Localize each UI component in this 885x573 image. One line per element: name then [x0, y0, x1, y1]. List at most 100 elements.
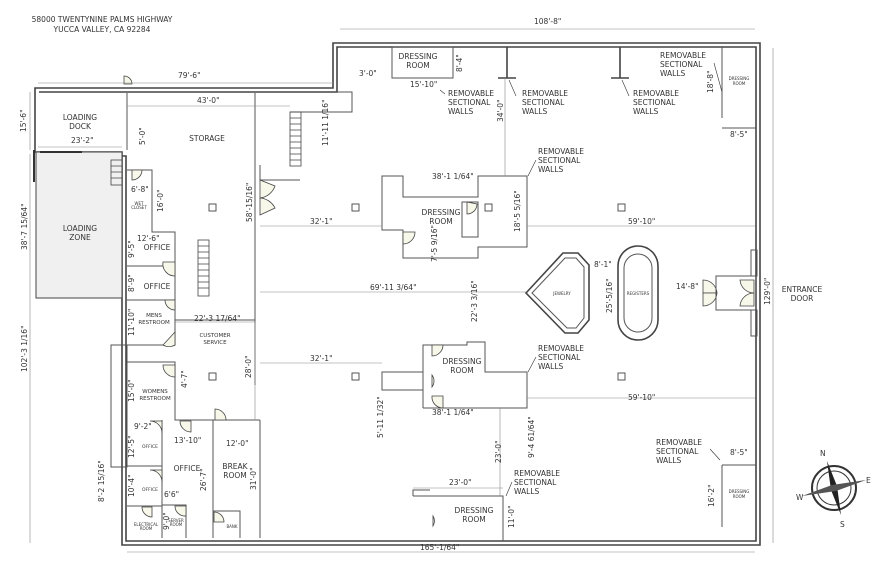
dim-8-4: 8'-4" [455, 54, 464, 72]
doors [123, 75, 758, 528]
dim-79-6: 79'-6" [178, 71, 201, 80]
dim-26-7: 26'-7" [199, 468, 208, 491]
dim-165: 165'-1/64" [420, 543, 459, 552]
columns [208, 203, 626, 381]
dim-32-1-lower: 32'-1" [310, 354, 333, 363]
compass-east: E [866, 476, 871, 485]
dim-43-0: 43'-0" [197, 96, 220, 105]
dim-8-9: 8'-9" [127, 274, 136, 292]
dim-32-1-upper: 32'-1" [310, 217, 333, 226]
dim-16-0: 16'-0" [156, 189, 165, 212]
dim-25-5: 25'-5/16" [605, 278, 614, 313]
dim-6-6: 6'6" [164, 490, 179, 499]
dim-38-1-upper: 38'-1 1/64" [432, 172, 474, 181]
dim-59-10-upper: 59'-10" [628, 217, 655, 226]
dim-14-8: 14'-8" [676, 282, 699, 291]
loading-zone-area [35, 151, 123, 299]
jewelry-counter: JEWELRY [524, 252, 590, 334]
dim-4-7: 4'-7" [180, 370, 189, 388]
dim-5-0: 5'-0" [138, 127, 147, 145]
dim-58: 58'-15/16" [245, 183, 254, 222]
room-label-storage: STORAGE [189, 134, 225, 143]
dim-16-2: 16'-2" [707, 484, 716, 507]
room-label-office-1: OFFICE [144, 243, 171, 252]
dim-31-0: 31'-0" [249, 467, 258, 490]
dim-108-8: 108'-8" [534, 17, 561, 26]
dimension-labels: 108'-8" 79'-6" 43'-0" 3'-0" 15'-10" 8'-4… [19, 17, 772, 552]
stairs [110, 111, 302, 297]
dim-9-4: 9'-4 61/64" [527, 416, 536, 458]
dim-15-10: 15'-10" [410, 80, 437, 89]
room-label-office-3: OFFICE [142, 444, 158, 450]
compass-south: S [840, 520, 845, 529]
dim-12-6: 12'-6" [137, 234, 160, 243]
dim-6-8: 6'-8" [131, 185, 149, 194]
dim-15-6: 15'-6" [19, 109, 28, 132]
address-line-2: YUCCA VALLEY, CA 92284 [53, 25, 151, 34]
dim-38-1-lower: 38'-1 1/64" [432, 408, 474, 417]
dim-23-2: 23'-2" [71, 136, 94, 145]
dim-11-11: 11'-11 1/16" [321, 99, 330, 146]
room-label-office-2: OFFICE [144, 282, 171, 291]
dim-13-10: 13'-10" [174, 436, 201, 445]
registers-counter: REGISTERS [617, 245, 659, 341]
address-line-1: 58000 TWENTYNINE PALMS HIGHWAY [32, 15, 173, 24]
dim-7-5: 7'-5 9/16" [430, 225, 439, 262]
dim-22-3-service: 22'-3 17/64" [194, 314, 241, 323]
dim-12-0: 12'-0" [226, 439, 249, 448]
dim-129-0: 129'-0" [763, 278, 772, 305]
dim-23-0-vertical: 23'-0" [494, 440, 503, 463]
room-label-office-4: OFFICE [174, 464, 201, 473]
dim-11-0: 11'-0" [507, 505, 516, 528]
dim-9-0: 9'-0" [162, 512, 171, 530]
room-label-office-5: OFFICE [142, 487, 158, 493]
dim-10-4: 10'-4" [127, 474, 136, 497]
dim-102-3: 102'-3 1/16" [20, 325, 29, 372]
dim-69-11: 69'-11 3/64" [370, 283, 417, 292]
dim-15-0: 15'-0" [127, 379, 136, 402]
room-label-bank: BANK [226, 524, 237, 529]
dim-9-2: 9'-2" [134, 422, 152, 431]
dim-34-0: 34'-0" [496, 99, 505, 122]
dim-23-0-horizontal: 23'-0" [449, 478, 472, 487]
dimension-lines [29, 28, 774, 553]
room-label-jewelry: JEWELRY [552, 291, 571, 296]
dim-38-7: 38'-7 15/64" [20, 203, 29, 250]
compass-west: W [796, 493, 804, 502]
compass-north: N [820, 449, 826, 458]
dim-22-3-center: 22'-3 3/16" [470, 280, 479, 322]
dim-12-5: 12'-5" [127, 435, 136, 458]
room-label-registers: REGISTERS [627, 291, 650, 296]
compass-rose-icon: N E S W [796, 449, 871, 529]
dim-5-11: 5'-11 1/32" [376, 396, 385, 438]
dim-59-10-lower: 59'-10" [628, 393, 655, 402]
dim-8-1: 8'-1" [594, 260, 612, 269]
dim-11-10: 11'-10" [127, 309, 136, 336]
outer-walls [33, 42, 761, 546]
